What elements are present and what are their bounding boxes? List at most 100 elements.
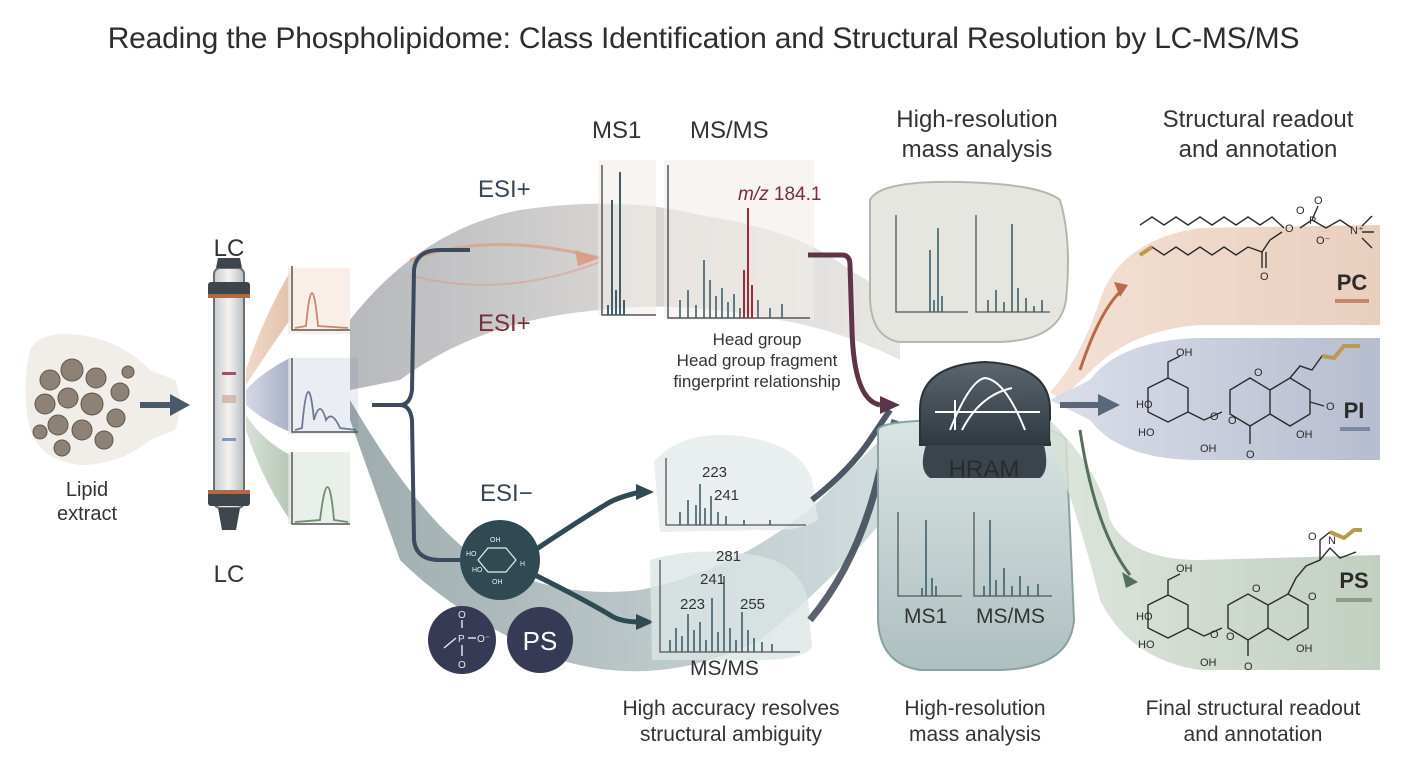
svg-text:OH: OH [1296,429,1313,441]
lipid-extract-line2: extract [56,503,118,525]
neg2-peak-281: 281 [716,548,742,565]
svg-text:O: O [1260,271,1269,283]
svg-text:OH: OH [1200,443,1217,455]
svg-text:O: O [1252,583,1261,595]
hram-msms-label: MS/MS [976,605,1045,628]
flow-to-ps [1050,420,1380,670]
svg-text:HO: HO [1138,427,1155,439]
neg2-peak-223: 223 [680,596,706,613]
svg-text:OH: OH [1176,347,1193,359]
neg2-peak-241: 241 [700,571,726,588]
hram-ms1-label: MS1 [904,605,948,628]
hram-heading: High-resolution mass analysis [870,105,1084,165]
svg-text:OH: OH [490,537,501,544]
neg1-peak-223: 223 [702,464,728,481]
arrow-neg1-to-hram [810,408,893,503]
svg-text:O: O [1314,195,1323,207]
ps-structure-icon [1147,529,1357,656]
chromatogram-3 [288,452,350,525]
negative-caption: High accuracy resolves structural ambigu… [600,696,862,748]
msms-label-neg: MS/MS [690,657,759,680]
positive-caption-line3: fingerprint relationship [673,372,841,391]
neg2-peak-255: 255 [740,596,766,613]
svg-text:N: N [1328,535,1336,547]
flow-pc [246,272,290,385]
class-label-pc: PC [1336,270,1368,295]
lc-label-bottom: LC [213,561,245,588]
readout-bottom-caption: Final structural readout and annotation [1130,696,1376,748]
pc-underline [1335,299,1369,303]
svg-text:N⁺: N⁺ [1350,225,1364,237]
hram-bottom-line2: mass analysis [909,723,1041,746]
class-label-pi: PI [1343,398,1365,423]
pc-structure-icon [1139,205,1374,268]
svg-text:P: P [1309,215,1316,227]
msms-label-top: MS/MS [690,117,769,144]
readout-bottom-line1: Final structural readout [1145,697,1361,720]
svg-text:O: O [1254,367,1263,379]
neg1-peak-241: 241 [714,487,740,504]
svg-text:O: O [1244,661,1253,673]
lipid-extract-label: Lipid extract [52,478,122,526]
class-label-ps: PS [1339,568,1369,593]
svg-text:P: P [458,634,465,645]
arrow-to-ps [1078,429,1132,576]
hram-heading-line2: mass analysis [901,136,1053,163]
positive-caption-line1: Head group [712,330,802,349]
page-title: Reading the Phospholipidome: Class Ident… [107,22,1300,55]
arrows-negative-branch [533,489,641,625]
hram-instrument-icon [919,360,1051,478]
hram-bottom-line1: High-resolution [904,697,1046,720]
svg-text:OH: OH [1176,563,1193,575]
lipid-extract-icon [25,334,190,465]
neg-spectrum-1 [654,435,818,532]
svg-text:O: O [1246,449,1255,461]
svg-text:O: O [1210,411,1219,423]
svg-text:O: O [1326,401,1335,413]
chromatogram-1 [288,266,350,334]
esi-positive-label: ESI+ [478,176,531,203]
arrow-to-pc [1078,288,1124,371]
svg-text:OH: OH [1296,643,1313,655]
negative-caption-line2: structural ambiguity [639,723,823,746]
mz-annotation: m/z 184.1 [738,184,821,206]
svg-text:HO: HO [1136,399,1153,411]
svg-text:HO: HO [1136,611,1153,623]
pc-structure-atoms: OOP O⁻ON⁺ O [1260,195,1364,283]
svg-text:O⁻: O⁻ [477,634,490,645]
mz-value: 184.1 [773,184,822,205]
flow-pi [246,358,290,432]
readout-bottom-line2: and annotation [1183,723,1323,746]
svg-text:OH: OH [1200,657,1217,669]
esi-negative-label: ESI− [480,480,533,507]
ms1-spectrum-top [598,160,656,316]
ms1-label: MS1 [592,117,642,144]
readout-heading-line1: Structural readout [1162,106,1354,133]
hram-bottom-panel [877,418,1076,671]
readout-heading: Structural readout and annotation [1140,105,1376,165]
svg-text:O: O [1285,223,1294,235]
branch-connector [372,248,470,562]
flow-ps [246,415,290,520]
ps-badge-label: PS [522,626,558,656]
svg-text:O: O [1210,629,1219,641]
svg-text:O: O [1226,631,1235,643]
hram-bottom-caption: High-resolution mass analysis [880,696,1070,748]
svg-text:HO: HO [466,551,477,558]
svg-text:O: O [1228,415,1237,427]
hram-top-panel [869,180,1069,343]
lc-column-icon [208,258,250,530]
svg-text:O⁻: O⁻ [1316,235,1331,247]
arrow-positive-to-hram [808,252,881,408]
chromatogram-2 [288,358,358,434]
lc-label-top: LC [213,235,245,262]
ps-badge-circle [507,607,573,673]
hram-heading-line1: High-resolution [896,106,1058,133]
svg-text:O: O [458,660,466,671]
svg-text:O: O [1308,531,1317,543]
svg-text:HO: HO [1138,639,1155,651]
readout-heading-line2: and annotation [1178,136,1338,163]
